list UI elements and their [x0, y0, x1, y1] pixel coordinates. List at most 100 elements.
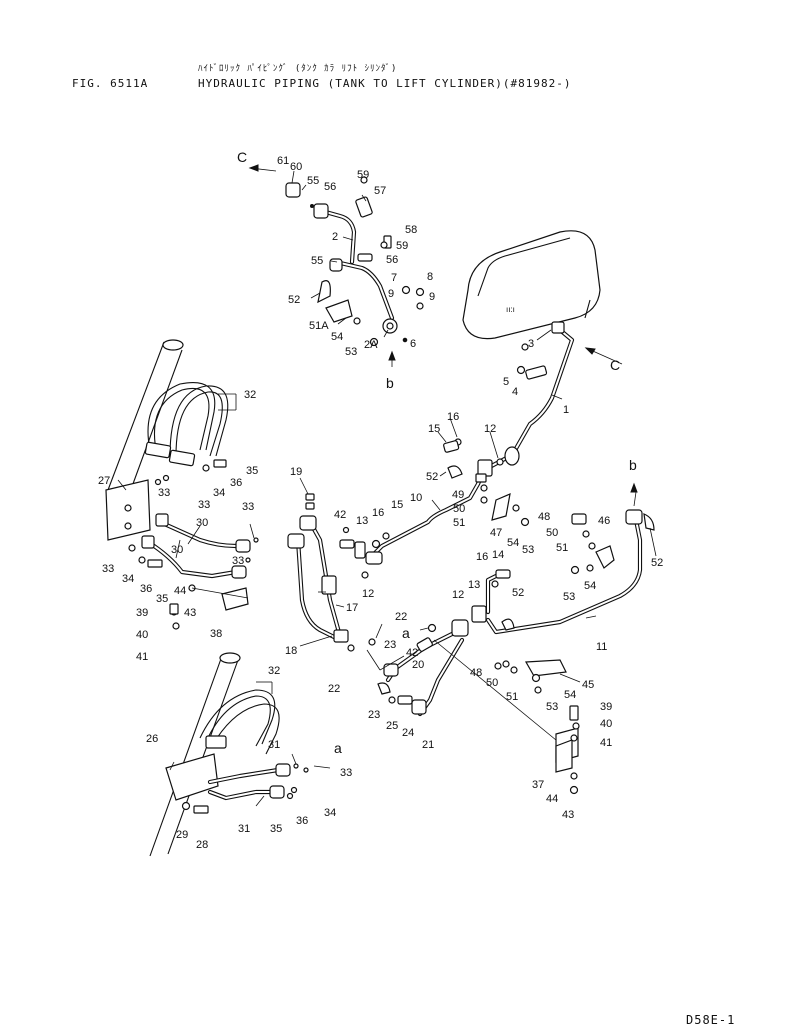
callout: 17	[346, 602, 358, 614]
connection-b-lower: b	[386, 375, 394, 391]
callout: 26	[146, 733, 158, 745]
callout: 13	[468, 579, 480, 591]
connection-labels: C C b b a a	[237, 149, 637, 756]
callout: 14	[492, 549, 504, 561]
callout: 58	[405, 224, 417, 236]
hydraulic-tank: ıı:ı	[462, 230, 601, 340]
callout: 38	[210, 628, 222, 640]
svg-text:ıı:ı: ıı:ı	[506, 305, 515, 314]
connection-c-top: C	[237, 149, 247, 165]
callout: 55	[311, 255, 323, 267]
callout: 1	[563, 404, 569, 416]
callout: 33	[102, 563, 114, 575]
upper-pipe-assembly	[248, 164, 425, 367]
callout: 52	[426, 471, 438, 483]
callout: 51	[506, 691, 518, 703]
callout: 52	[512, 587, 524, 599]
callout: 47	[490, 527, 502, 539]
callout: 23	[384, 639, 396, 651]
callout: 51A	[309, 320, 329, 332]
callout: 6	[410, 338, 416, 350]
callout: 30	[171, 544, 183, 556]
callout: 2	[332, 231, 338, 243]
callout: 29	[176, 829, 188, 841]
callout: 36	[140, 583, 152, 595]
lower-lift-cylinder	[149, 652, 331, 857]
callout: 54	[507, 537, 519, 549]
callout: 50	[546, 527, 558, 539]
callout: 53	[345, 346, 357, 358]
callout: 40	[600, 718, 612, 730]
callout: 44	[546, 793, 558, 805]
callout: 53	[563, 591, 575, 603]
callout: 54	[584, 580, 596, 592]
callout: 41	[600, 737, 612, 749]
callout: 3	[528, 338, 534, 350]
callout: 9	[429, 291, 435, 303]
callout: 22	[395, 611, 407, 623]
callout: 9	[388, 288, 394, 300]
callout: 34	[122, 573, 134, 585]
callout: 54	[564, 689, 576, 701]
callout: 12	[484, 423, 496, 435]
callout: 23	[368, 709, 380, 721]
callout: 36	[296, 815, 308, 827]
callout: 32	[244, 389, 256, 401]
callout: 33	[198, 499, 210, 511]
callout: 56	[386, 254, 398, 266]
callout: 50	[453, 503, 465, 515]
callout: 41	[136, 651, 148, 663]
callout: 19	[290, 466, 302, 478]
callout: 50	[486, 677, 498, 689]
callout: 57	[374, 185, 386, 197]
callout: 51	[556, 542, 568, 554]
callout: 25	[386, 720, 398, 732]
callout-labels: 61 60 55 56 59 57 58 2 59 55 56 7 8 52 9…	[98, 155, 663, 851]
pipe-17-18-19	[287, 477, 390, 652]
callout: 49	[452, 489, 464, 501]
callout: 52	[651, 557, 663, 569]
callout: 7	[391, 272, 397, 284]
upper-lift-cylinder	[105, 339, 259, 630]
callout: 33	[158, 487, 170, 499]
callout: 2A	[364, 339, 378, 351]
connection-a-center: a	[402, 625, 410, 641]
callout: 21	[422, 739, 434, 751]
brackets-45-37	[433, 639, 581, 795]
connection-b-right: b	[629, 457, 637, 473]
callout: 46	[598, 515, 610, 527]
callout: 40	[136, 629, 148, 641]
figure-id: FIG. 6511A	[72, 77, 149, 90]
callout: 35	[156, 593, 168, 605]
callout: 12	[452, 589, 464, 601]
callout: 61	[277, 155, 289, 167]
callout: 43	[562, 809, 574, 821]
callout: 4	[512, 386, 518, 398]
callout: 60	[290, 161, 302, 173]
callout: 13	[356, 515, 368, 527]
callout: 51	[453, 517, 465, 529]
callout: 48	[470, 667, 482, 679]
callout: 48	[538, 511, 550, 523]
callout: 32	[268, 665, 280, 677]
callout: 34	[213, 487, 225, 499]
title-japanese: ﾊｲﾄﾞﾛﾘｯｸ ﾊﾟｲﾋﾟﾝｸﾞ (ﾀﾝｸ ｶﾗ ﾘﾌﾄ ｼﾘﾝﾀﾞ)	[198, 64, 398, 74]
callout: 37	[532, 779, 544, 791]
callout: 16	[476, 551, 488, 563]
callout: 8	[427, 271, 433, 283]
callout: 20	[412, 659, 424, 671]
callout: 34	[324, 807, 336, 819]
callout: 12	[362, 588, 374, 600]
callout: 44	[174, 585, 186, 597]
callout: 27	[98, 475, 110, 487]
pipe-11	[471, 482, 657, 635]
callout: 53	[546, 701, 558, 713]
callout: 55	[307, 175, 319, 187]
callout: 39	[136, 607, 148, 619]
callout: 16	[447, 411, 459, 423]
pipe-1	[511, 321, 623, 455]
callout: 33	[242, 501, 254, 513]
callout: 28	[196, 839, 208, 851]
connection-c-right: C	[610, 357, 620, 373]
